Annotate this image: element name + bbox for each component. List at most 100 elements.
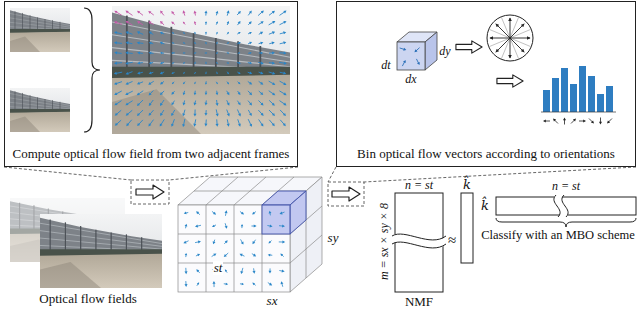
vector-head [272, 72, 275, 75]
vector-shaft [216, 62, 217, 63]
vector-head [114, 62, 117, 65]
flow-field-cube [206, 205, 207, 292]
vector-head [282, 224, 285, 227]
vector-head [213, 241, 216, 244]
coefficient-matrix [554, 195, 560, 217]
vector-head [196, 211, 199, 214]
coefficient-matrix [562, 195, 568, 217]
vector-head [254, 224, 257, 227]
vector-head [160, 72, 163, 75]
vector-head [249, 113, 252, 116]
histogram [588, 76, 595, 112]
vector-head [204, 124, 207, 127]
orientation-wheel [510, 17, 519, 38]
vector-head [126, 21, 129, 24]
vector-head [216, 11, 219, 14]
vector-head [194, 72, 195, 74]
vector-head [260, 71, 263, 74]
vector-head [238, 11, 241, 14]
vector-head [225, 210, 228, 213]
zoom-leaders [131, 180, 169, 204]
vector-shaft [238, 52, 240, 54]
vector-head [137, 123, 140, 126]
vector-shaft [173, 33, 175, 34]
vector-head [125, 62, 128, 65]
vector-head [591, 120, 594, 123]
vector-head [148, 11, 151, 14]
histogram [552, 78, 559, 112]
histogram [543, 90, 550, 112]
bin-direction-arrows [543, 118, 612, 125]
vector-head [216, 42, 217, 44]
cube-flow-vectors [183, 210, 285, 287]
vector-head [238, 102, 241, 105]
voxel-cube [425, 32, 437, 70]
vector-head [137, 103, 140, 106]
vector-head [283, 41, 286, 44]
vector-head [171, 11, 174, 14]
vector-head [114, 11, 117, 14]
stage-label: Classify with an MBO scheme [481, 229, 634, 243]
stage-label: NMF [405, 295, 433, 309]
vector-head [272, 103, 275, 106]
vector-head [160, 11, 163, 14]
vector-head [227, 32, 229, 34]
vector-head [183, 52, 184, 54]
vector-shaft [183, 33, 185, 34]
vector-head [148, 123, 151, 126]
vector-head [149, 62, 152, 65]
vector-head [160, 103, 163, 106]
vector-head [261, 62, 264, 65]
vector-head [272, 11, 275, 14]
vector-head [212, 281, 215, 284]
vector-head [261, 123, 264, 126]
vector-head [160, 123, 163, 126]
flow-field-cube [178, 205, 290, 292]
vector-head [172, 102, 175, 105]
dimension-label: m = sx × sy × 8 [377, 204, 390, 281]
vector-shaft [227, 72, 228, 74]
vector-shaft [227, 33, 228, 35]
orientation-wheel [496, 38, 510, 52]
vector-head [204, 10, 207, 13]
vector-shaft [238, 82, 240, 84]
vector-shaft [173, 62, 175, 64]
vector-head [183, 241, 186, 244]
vector-shaft [216, 72, 217, 74]
vector-head [272, 123, 275, 126]
voxel-cube [397, 32, 437, 70]
dimension-label: k̂ [481, 199, 489, 213]
vector-head [149, 103, 152, 106]
vector-head [205, 42, 206, 44]
vector-head [252, 241, 255, 244]
vector-head [284, 62, 287, 65]
vector-head [281, 281, 284, 284]
vector-head [194, 63, 195, 65]
vector-head [114, 21, 117, 24]
histogram [561, 68, 568, 112]
vector-head [185, 224, 188, 227]
panel-caption: Bin optical flow vectors according to or… [357, 147, 615, 162]
vector-head [198, 240, 201, 243]
vector-head [194, 10, 197, 13]
flow-field-cube [234, 205, 235, 292]
vector-head [114, 82, 117, 85]
dimension-label: n = st [552, 180, 580, 193]
vector-head [252, 212, 255, 215]
vector-head [242, 283, 244, 285]
vector-head [543, 119, 546, 122]
vector-head [227, 92, 230, 95]
vector-head [160, 42, 163, 45]
vector-head [261, 10, 264, 13]
orientation-wheel [510, 38, 511, 58]
vector-head [607, 120, 610, 123]
vector-head [250, 52, 252, 54]
vector-head [194, 32, 195, 34]
vector-head [283, 103, 286, 106]
vector-shaft [184, 42, 186, 44]
vector-head [238, 124, 241, 127]
orientation-wheel [487, 15, 533, 61]
vector-head [194, 93, 197, 96]
axis-label: sy [328, 231, 339, 245]
